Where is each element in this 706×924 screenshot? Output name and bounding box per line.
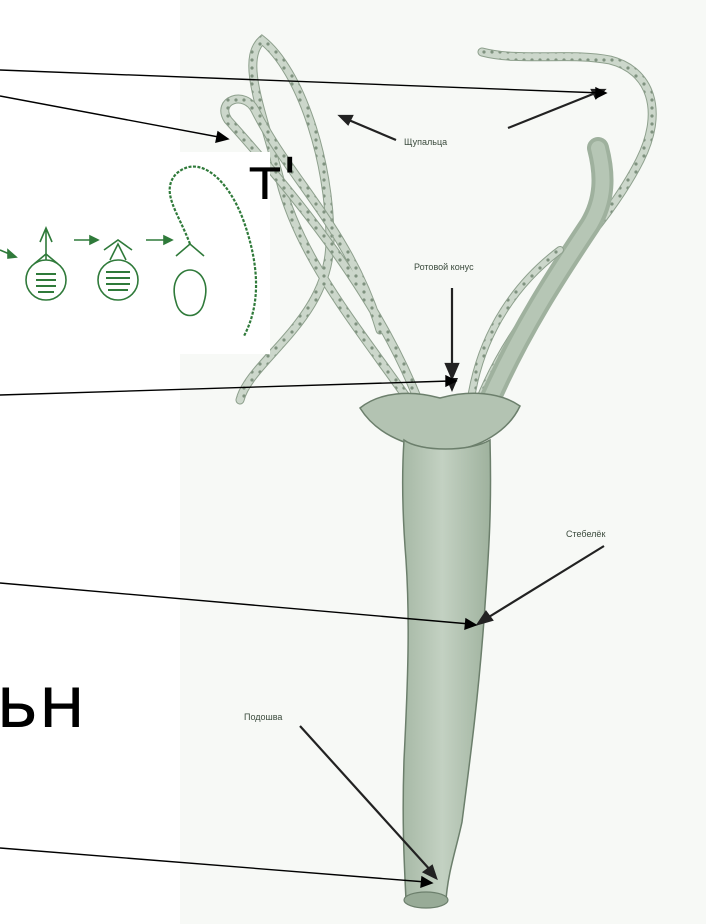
- stinging-cell-discharged-icon: [170, 167, 256, 336]
- stinging-cell-coiled-icon: [26, 228, 66, 300]
- stinging-cell-sequence: [0, 152, 270, 354]
- inset-arrow-0: [0, 250, 16, 258]
- label-stalk: Стебелёк: [566, 529, 605, 539]
- slide-text-fragment-top: т': [248, 150, 298, 208]
- stinging-cell-discharging-icon: [98, 240, 138, 300]
- label-sole: Подошва: [244, 712, 282, 722]
- slide-text-fragment-middle: ьн: [0, 666, 86, 738]
- label-tentacles: Щупальца: [404, 137, 447, 147]
- basal-disc: [404, 892, 448, 908]
- label-oral-cone: Ротовой конус: [414, 262, 474, 272]
- stinging-cell-inset: [0, 152, 270, 354]
